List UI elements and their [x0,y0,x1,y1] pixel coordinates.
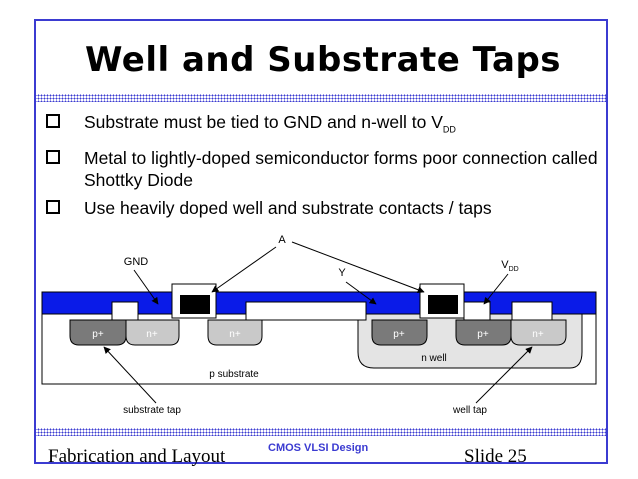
slide-number: Slide 25 [464,446,527,467]
arrow-substrate-tap [103,346,157,404]
contact-cut [111,301,139,321]
diffusion-label: p+ [92,329,104,340]
diffusion-n-plus [207,319,263,346]
diffusion-label: n+ [146,329,158,340]
arrow-vdd [483,273,509,305]
diffusion-n-plus [510,319,567,346]
label-gnd: GND [124,256,149,268]
label-vdd: VDD [501,259,518,273]
slide-frame [34,19,608,464]
checkbox-bullet-icon [46,114,60,128]
bullet-item: Use heavily doped well and substrate con… [42,197,602,219]
bullet-subscript: DD [442,124,456,135]
bullet-text: Metal to lightly-doped semiconductor for… [84,147,598,190]
bullet-list: Substrate must be tied to GND and n-well… [42,111,602,225]
footer-left-text: Fabrication and Layout [48,446,226,467]
contact-cut [245,301,367,321]
n-well-label: n well [421,353,447,364]
diffusion-n-plus [125,319,180,346]
slide-title: Well and Substrate Taps [84,40,562,80]
label-a: A [278,234,286,246]
bullet-text: Use heavily doped well and substrate con… [84,197,492,218]
arrow-a-right [291,241,425,294]
label-substrate-tap: substrate tap [123,405,181,416]
diffusion-p-plus [371,319,428,346]
gate-poly [428,295,458,314]
arrow-a-left [211,246,277,293]
gate-poly [180,295,210,314]
checkbox-bullet-icon [46,199,60,214]
p-substrate-label: p substrate [209,369,259,380]
footer-divider [34,428,608,436]
contact-cut [463,301,491,321]
title-divider-top [34,94,608,102]
diffusion-label: n+ [532,329,544,340]
diffusion-label: p+ [477,329,489,340]
arrow-y [345,281,377,305]
label-well-tap: well tap [452,405,487,416]
arrow-gnd [133,269,159,305]
bullet-item: Substrate must be tied to GND and n-well… [42,111,602,141]
diffusion-label: n+ [229,329,241,340]
footer-course-title: CMOS VLSI Design [268,442,369,454]
checkbox-bullet-icon [46,149,60,164]
contact-cut [511,301,553,321]
bullet-text: Substrate must be tied to GND and n-well… [84,112,443,132]
label-y: Y [338,267,346,279]
diffusion-label: p+ [393,329,405,340]
arrow-well-tap [475,346,533,404]
bullet-item: Metal to lightly-doped semiconductor for… [42,147,602,191]
